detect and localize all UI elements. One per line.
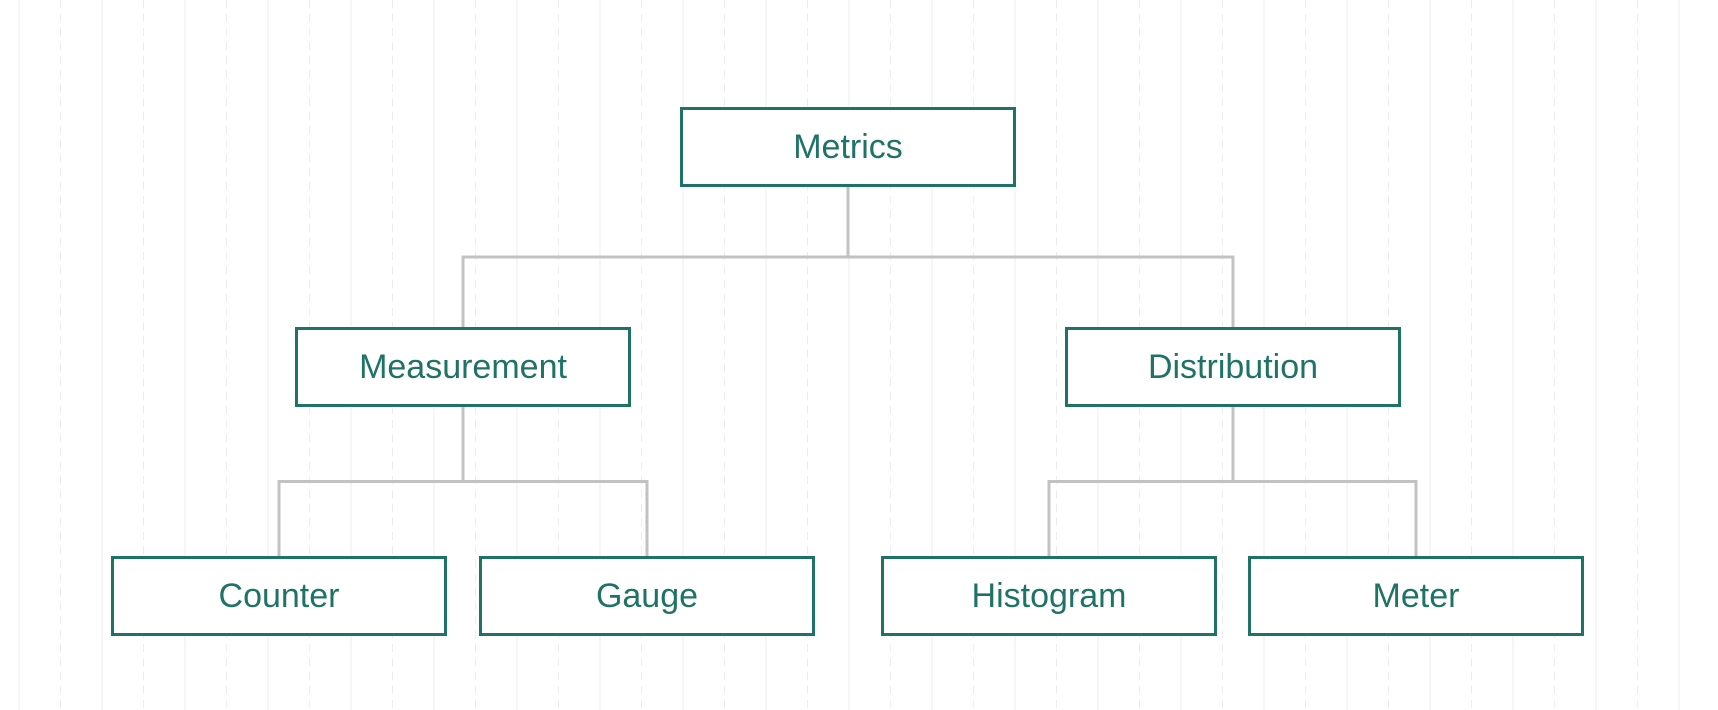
connector-measurement	[277, 407, 649, 556]
node-label-counter: Counter	[218, 576, 340, 615]
node-distribution: Distribution	[1065, 327, 1401, 407]
node-metrics: Metrics	[680, 107, 1016, 187]
connector-lines	[277, 187, 1418, 556]
node-measurement: Measurement	[295, 327, 631, 407]
node-label-gauge: Gauge	[595, 576, 699, 615]
node-gauge: Gauge	[479, 556, 815, 636]
node-label-distribution: Distribution	[1147, 347, 1319, 386]
connector-distribution	[1047, 407, 1418, 556]
node-label-metrics: Metrics	[793, 127, 903, 166]
node-label-meter: Meter	[1372, 576, 1460, 615]
connector-metrics	[461, 187, 1235, 327]
node-meter: Meter	[1248, 556, 1584, 636]
node-label-measurement: Measurement	[359, 347, 567, 386]
node-counter: Counter	[111, 556, 447, 636]
node-histogram: Histogram	[881, 556, 1217, 636]
node-label-histogram: Histogram	[971, 576, 1127, 615]
